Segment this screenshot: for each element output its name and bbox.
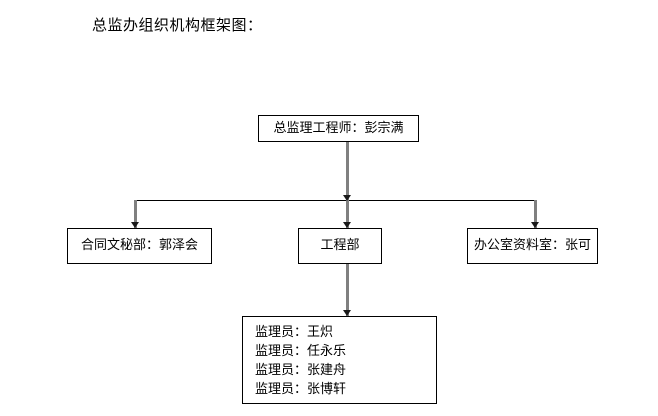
node-secretary-label: 合同文秘部：郭泽会 xyxy=(80,238,198,253)
page-title: 总监办组织机构框架图： xyxy=(92,16,263,34)
connector-horizontal-bus xyxy=(135,200,536,201)
node-chief-label: 总监理工程师：彭宗满 xyxy=(273,120,404,136)
node-contract-secretary-dept: 合同文秘部：郭泽会 xyxy=(67,228,212,264)
list-item: 监理员：王炽 xyxy=(255,325,334,340)
arrowhead-to-engineering-icon xyxy=(343,222,351,228)
node-chief-supervisor-engineer: 总监理工程师：彭宗满 xyxy=(258,115,419,142)
list-item: 监理员：任永乐 xyxy=(255,344,347,359)
connector-chief-to-bus xyxy=(346,142,349,200)
node-office-archives-room: 办公室资料室：张可 xyxy=(467,228,598,264)
arrowhead-chief-to-bus-icon xyxy=(343,195,351,201)
arrowhead-to-secretary-icon xyxy=(131,222,139,228)
node-engineering-label: 工程部 xyxy=(320,238,360,253)
list-item: 监理员：张建舟 xyxy=(255,363,347,378)
node-supervisors-list: 监理员：王炽 监理员：任永乐 监理员：张建舟 监理员：张博轩 xyxy=(242,316,437,404)
arrowhead-to-office-icon xyxy=(531,222,539,228)
list-item: 监理员：张博轩 xyxy=(255,382,347,397)
connector-bus-to-office xyxy=(534,200,537,228)
connector-engineering-to-supervisors xyxy=(346,264,349,316)
connector-bus-to-engineering xyxy=(346,200,349,228)
node-engineering-dept: 工程部 xyxy=(298,228,382,264)
node-office-label: 办公室资料室：张可 xyxy=(473,238,591,253)
arrowhead-to-supervisors-icon xyxy=(343,310,351,316)
connector-bus-to-secretary xyxy=(134,200,137,228)
